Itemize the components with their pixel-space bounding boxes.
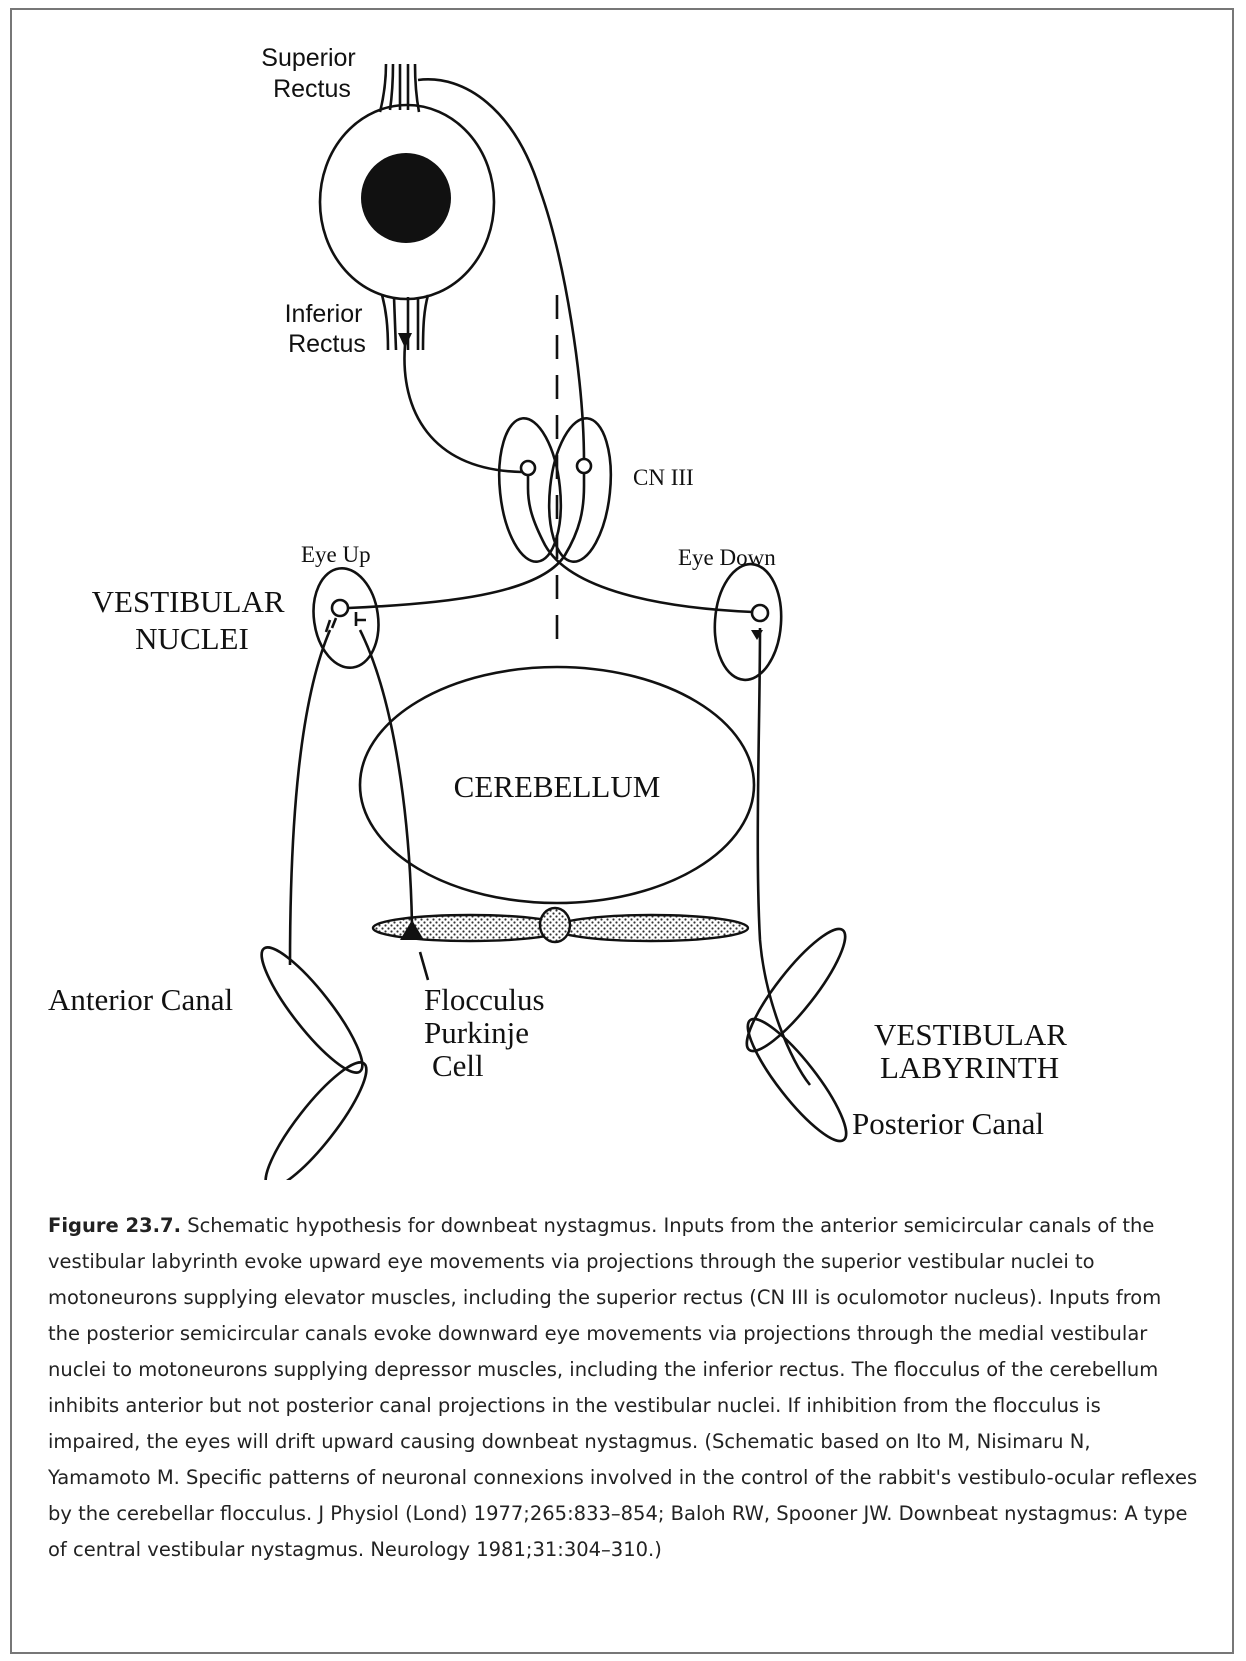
flocculus-projection: [360, 630, 412, 925]
label-vestibular-labyrinth: VESTIBULAR LABYRINTH: [874, 1017, 1075, 1085]
label-superior-rectus: Superior Rectus: [261, 44, 362, 103]
anterior-canal-afferent: [290, 630, 330, 965]
figure-label: Figure 23.7.: [48, 1214, 181, 1237]
inferior-rectus-nerve: [404, 345, 522, 472]
label-flocculus-purkinje: Flocculus Purkinje Cell: [424, 982, 552, 1083]
caption-text: Schematic hypothesis for downbeat nystag…: [48, 1214, 1197, 1561]
superior-rectus-nerve: [418, 79, 584, 462]
label-cn3: CN III: [633, 465, 694, 490]
label-eye-down: Eye Down: [678, 545, 776, 570]
posterior-canal-afferent: [758, 628, 810, 1085]
posterior-canal: [734, 918, 859, 1151]
figure-caption: Figure 23.7. Schematic hypothesis for do…: [48, 1208, 1198, 1568]
label-posterior-canal: Posterior Canal: [852, 1106, 1044, 1141]
label-eye-up: Eye Up: [301, 542, 371, 567]
eye-down-nucleus: [711, 562, 785, 682]
pupil: [361, 153, 451, 243]
flocculus: [373, 908, 748, 942]
nystagmus-schematic: Superior Rectus Inferior Rectus CN III E…: [0, 0, 1246, 1180]
label-inferior-rectus: Inferior Rectus: [285, 300, 370, 358]
cn3-nucleus: [493, 415, 618, 564]
anterior-canal: [249, 937, 379, 1180]
eye-up-nucleus: [307, 564, 384, 672]
label-cerebellum: CEREBELLUM: [454, 769, 661, 804]
eye-globe: [320, 105, 494, 299]
label-anterior-canal: Anterior Canal: [48, 982, 233, 1017]
purkinje-pointer: [420, 952, 428, 980]
label-vestibular-nuclei: VESTIBULAR NUCLEI: [92, 584, 293, 656]
